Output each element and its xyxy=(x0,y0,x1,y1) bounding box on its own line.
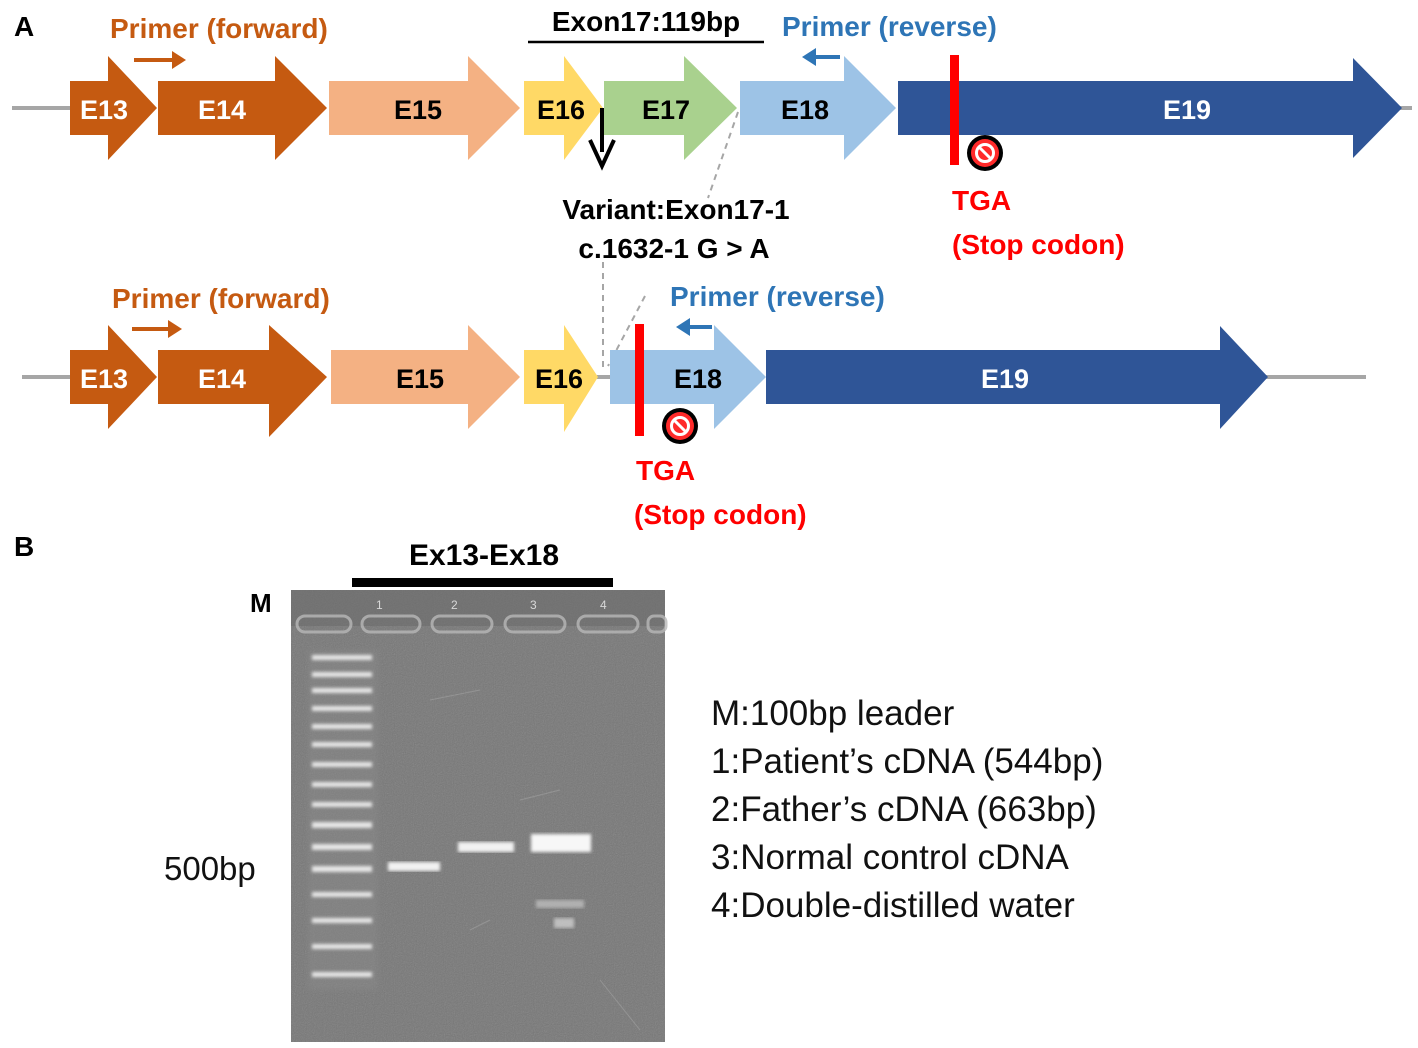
top-exon-e14-label: E14 xyxy=(198,95,246,125)
bottom-primer-forward-label: Primer (forward) xyxy=(112,283,330,314)
top-exon-e15: E15 xyxy=(329,56,520,160)
bottom-exon-e18-label: E18 xyxy=(674,364,722,394)
bottom-stop-sub: (Stop codon) xyxy=(634,499,807,530)
top-exon-e17: E17 xyxy=(604,56,737,160)
top-exon-e16: E16 xyxy=(524,56,603,160)
bottom-forward-arrow-icon xyxy=(132,320,182,338)
top-no-entry-icon xyxy=(967,135,1003,171)
bottom-stop-tga: TGA xyxy=(636,455,695,486)
top-exon-e13: E13 xyxy=(70,56,157,160)
bottom-exon-e16: E16 xyxy=(524,325,598,432)
top-stop-sub: (Stop codon) xyxy=(952,229,1125,260)
variant-line2: c.1632-1 G > A xyxy=(578,233,769,264)
gel-lane-1: 1 xyxy=(376,598,383,612)
bottom-exon-e15: E15 xyxy=(331,325,520,429)
splice-connector-lines xyxy=(602,111,739,370)
top-reverse-arrow-icon xyxy=(802,48,840,66)
panel-a-label: A xyxy=(14,11,34,42)
gel-lane-4: 4 xyxy=(600,598,607,612)
top-exon-e16-label: E16 xyxy=(537,95,585,125)
bottom-exon-e13: E13 xyxy=(70,325,157,429)
bottom-exon-e19: E19 xyxy=(766,326,1268,429)
top-exon-e18-label: E18 xyxy=(781,95,829,125)
top-exon-e14: E14 xyxy=(158,56,327,160)
gel-lane-3: 3 xyxy=(530,598,537,612)
top-primer-reverse-label: Primer (reverse) xyxy=(782,11,997,42)
exon17-size-label: Exon17:119bp xyxy=(552,6,740,37)
variant-down-arrow-icon xyxy=(588,108,616,171)
bottom-exon-e16-label: E16 xyxy=(535,364,583,394)
gel-title: Ex13-Ex18 xyxy=(409,539,559,572)
bottom-primer-reverse-label: Primer (reverse) xyxy=(670,281,885,312)
gel-marker-label: M xyxy=(250,588,272,618)
variant-line1: Variant:Exon17-1 xyxy=(562,194,789,225)
top-exon-e18: E18 xyxy=(740,56,896,160)
bottom-exon-e18: E18 xyxy=(610,325,766,429)
legend-item-father: 2:Father’s cDNA (663bp) xyxy=(711,790,1097,829)
gel-ladder-bands xyxy=(312,655,372,977)
top-forward-arrow-icon xyxy=(134,51,186,69)
bottom-reverse-arrow-icon xyxy=(676,318,712,336)
bottom-exon-e15-label: E15 xyxy=(396,364,444,394)
top-primer-forward-label: Primer (forward) xyxy=(110,13,328,44)
bottom-exon-e13-label: E13 xyxy=(80,364,128,394)
top-exon-e19-label: E19 xyxy=(1163,95,1211,125)
gel-band-lane-3 xyxy=(531,834,591,852)
gel-band-lane-3-minor xyxy=(536,900,584,908)
top-stop-marker xyxy=(950,55,959,165)
bottom-no-entry-icon xyxy=(662,408,698,444)
top-exon-e17-label: E17 xyxy=(642,95,690,125)
panel-b-label: B xyxy=(14,531,34,562)
legend-item-marker: M:100bp leader xyxy=(711,694,955,733)
gel-lane-2: 2 xyxy=(451,598,458,612)
bottom-exon-e14: E14 xyxy=(158,325,327,437)
gel-band-lane-3-spot xyxy=(554,918,574,928)
bottom-exon-e19-label: E19 xyxy=(981,364,1029,394)
gel-title-bar xyxy=(352,578,613,587)
gel-image: 1 2 3 4 xyxy=(291,590,668,1042)
top-exon-e13-label: E13 xyxy=(80,95,128,125)
legend-item-patient: 1:Patient’s cDNA (544bp) xyxy=(711,742,1104,781)
legend-item-water: 4:Double-distilled water xyxy=(711,886,1075,925)
bottom-stop-marker xyxy=(635,324,644,436)
top-exon-e15-label: E15 xyxy=(394,95,442,125)
gel-band-lane-2 xyxy=(458,842,514,852)
bottom-exon-e14-label: E14 xyxy=(198,364,246,394)
gel-band-lane-1 xyxy=(388,862,440,871)
top-exon-e19: E19 xyxy=(898,58,1402,158)
legend-item-control: 3:Normal control cDNA xyxy=(711,838,1069,877)
gel-size-label: 500bp xyxy=(164,850,256,887)
top-stop-tga: TGA xyxy=(952,185,1011,216)
gel-legend: M:100bp leader 1:Patient’s cDNA (544bp) … xyxy=(711,690,1103,930)
